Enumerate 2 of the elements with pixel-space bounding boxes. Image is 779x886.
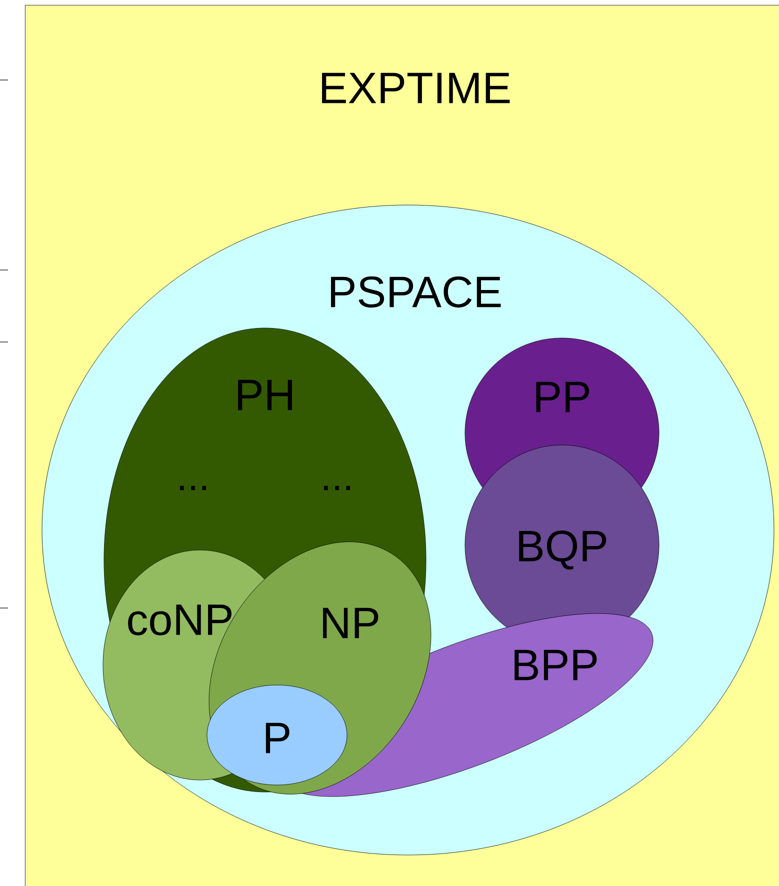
ellipsis-text: ... (180, 486, 206, 490)
ellipsis-text: ... (324, 486, 350, 490)
